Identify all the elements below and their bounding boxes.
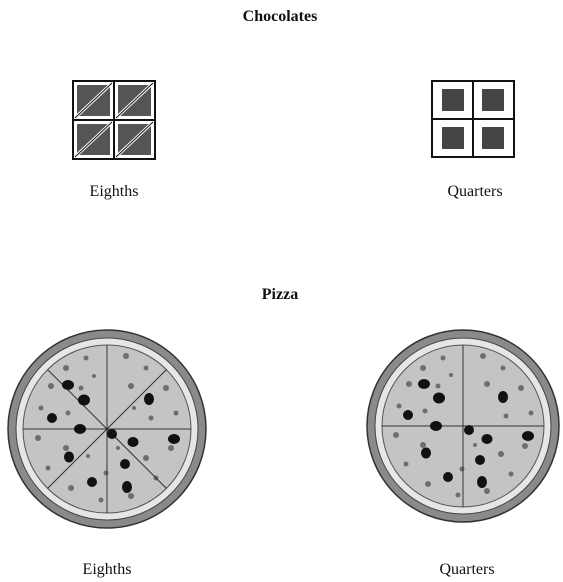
pizza-eighths-label: Eighths (57, 561, 157, 579)
chocolate-quarters-label: Quarters (425, 183, 525, 201)
pizza-eighths (6, 328, 208, 530)
chocolate-eighths-label: Eighths (64, 183, 164, 201)
pizza-quarters-label: Quarters (417, 561, 517, 579)
chocolate-bar-eighths (72, 80, 156, 160)
chocolates-title: Chocolates (220, 8, 340, 26)
pizza-quarters (365, 328, 561, 524)
chocolate-bar-quarters (431, 80, 515, 158)
pizza-title: Pizza (240, 286, 320, 304)
